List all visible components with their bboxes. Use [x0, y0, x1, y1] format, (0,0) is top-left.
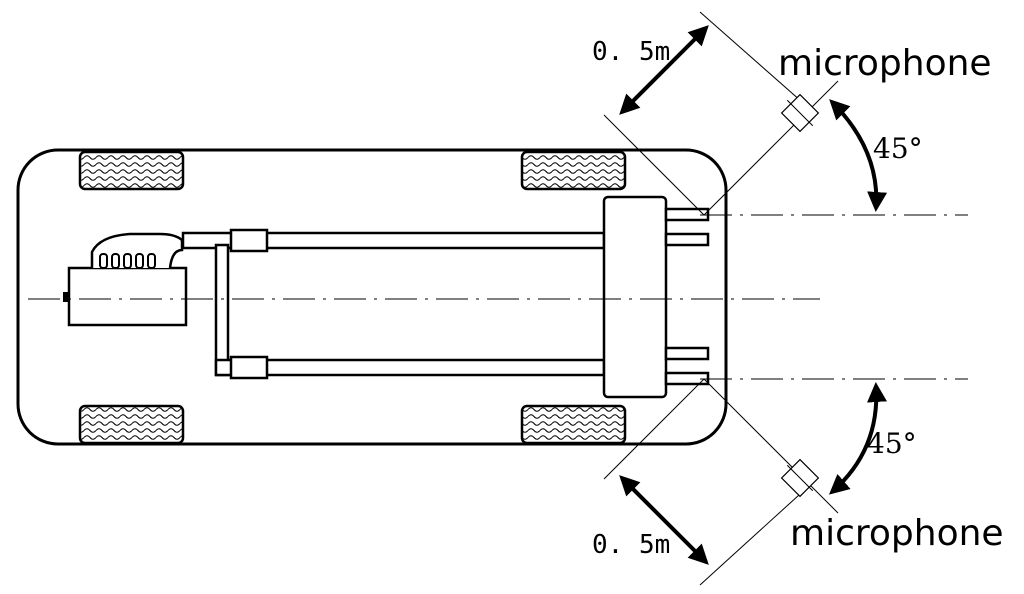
distance-arrow-bottom	[619, 475, 709, 565]
angle-arc-bottom	[828, 382, 887, 495]
rear-unit	[602, 195, 668, 399]
distance-label-top: 0. 5m	[592, 37, 670, 67]
wheels	[78, 150, 627, 445]
engine	[63, 232, 188, 327]
center-lines	[28, 214, 968, 380]
mic-top	[780, 93, 820, 133]
angle-arc-top	[829, 99, 888, 212]
vehicle-body	[16, 148, 728, 446]
mic-bottom-label: microphone	[790, 513, 1004, 554]
mic-bottom	[780, 458, 820, 498]
drive-rails	[181, 228, 606, 380]
engine-fins	[99, 253, 156, 269]
wheel-rear-left	[520, 150, 627, 191]
distance-label-bottom: 0. 5m	[592, 530, 670, 560]
exhaust-pipes	[664, 207, 710, 386]
mic-top-label: microphone	[778, 43, 992, 84]
distance-arrow-top	[619, 25, 709, 115]
mic-top-geometry	[603, 11, 839, 216]
wheel-front-left	[78, 150, 185, 191]
wheel-rear-right	[520, 404, 627, 445]
angle-label-bottom: 45°	[867, 427, 917, 460]
angle-label-top: 45°	[873, 132, 923, 165]
wheel-front-right	[78, 404, 185, 445]
